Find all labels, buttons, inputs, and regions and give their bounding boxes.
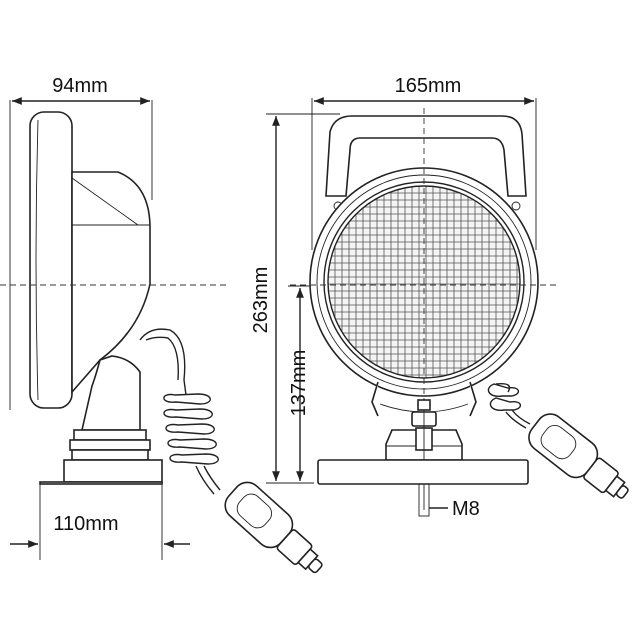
front-base-plate <box>317 459 529 485</box>
side-cable-bottom <box>195 465 215 495</box>
dim-94-label: 94mm <box>52 75 108 97</box>
front-coil <box>487 383 521 411</box>
side-view: 94mm <box>0 75 323 574</box>
side-bezel-edge <box>35 119 39 401</box>
m8-bolt <box>418 483 430 517</box>
side-cable-bottom-inner <box>203 465 221 491</box>
front-plug <box>528 413 629 499</box>
dim-165-label: 165mm <box>395 75 462 97</box>
side-plug <box>224 481 323 574</box>
side-coil <box>163 393 219 465</box>
handle-bolt-right <box>511 201 521 211</box>
front-tab-left <box>371 381 379 417</box>
front-cable-bottom-inner <box>511 409 531 425</box>
dim-110-label: 110mm <box>53 513 118 535</box>
m8-label: M8 <box>452 498 480 520</box>
side-base-ring2 <box>69 439 151 451</box>
side-base-ring1 <box>73 429 147 441</box>
side-cable-top <box>139 328 187 396</box>
side-housing-crease <box>71 177 139 226</box>
front-cable-top <box>495 382 511 393</box>
side-housing <box>71 171 151 395</box>
mount-nut-top <box>417 399 431 411</box>
side-cable-top-inner <box>145 336 179 381</box>
front-handle <box>325 115 527 197</box>
dim-263-label: 263mm <box>250 267 272 334</box>
front-view: 165mm 263mm 137mm <box>250 75 629 520</box>
side-base-plate <box>63 459 163 483</box>
side-base-ring3 <box>71 449 149 461</box>
front-tab-right <box>469 381 477 417</box>
front-cable-bottom <box>505 411 527 429</box>
dim-137-label: 137mm <box>288 350 310 417</box>
side-base-foot <box>39 481 163 485</box>
